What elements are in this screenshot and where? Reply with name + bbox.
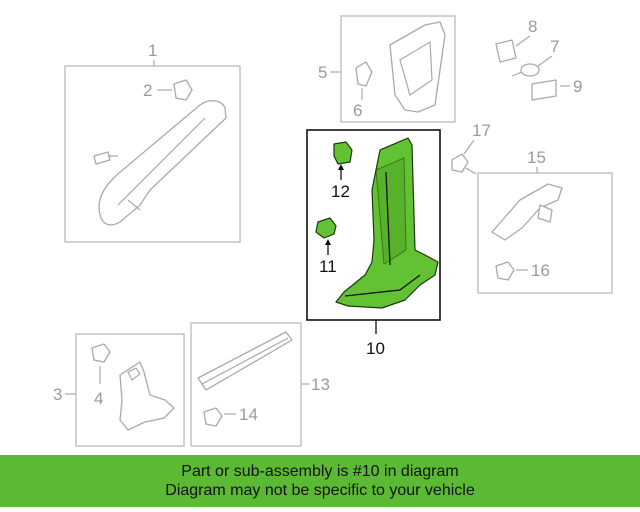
trim-3-tab [127, 367, 141, 381]
callout-8-leader [515, 35, 531, 47]
banner-line-2: Diagram may not be specific to your vehi… [165, 482, 475, 499]
callout-17-leader [463, 139, 475, 155]
callout-9: 9 [573, 77, 582, 96]
b-pillar-window [399, 40, 433, 96]
info-banner: Part or sub-assembly is #10 in diagram D… [0, 455, 640, 507]
callout-13: 13 [311, 375, 330, 394]
screw-part [93, 151, 118, 165]
part-group-10[interactable]: 12 11 10 [306, 129, 441, 358]
pad-9-part [531, 79, 557, 101]
trim-15-tab [537, 204, 553, 223]
clip-7-pin [511, 71, 523, 77]
part-group-1[interactable]: 1 2 [64, 41, 241, 243]
part-group-7-8-9[interactable]: 8 7 9 [495, 17, 582, 101]
callout-12: 12 [331, 182, 350, 201]
callout-11-arrowhead [325, 239, 331, 245]
callout-4: 4 [94, 389, 103, 408]
part-group-17[interactable]: 17 [451, 121, 491, 175]
callout-2: 2 [143, 81, 152, 100]
clip-7-part [520, 63, 540, 77]
callout-15: 15 [527, 148, 546, 167]
callout-3: 3 [53, 385, 62, 404]
callout-8: 8 [528, 17, 537, 36]
screw-11-part [315, 217, 337, 239]
callout-17: 17 [472, 121, 491, 140]
trim-15-part [491, 183, 563, 241]
part-group-13[interactable]: 13 14 [190, 322, 330, 447]
part-group-15[interactable]: 15 16 [477, 148, 613, 294]
callout-6: 6 [353, 101, 362, 120]
sill-plate-edge [201, 337, 289, 385]
clip-6-part [355, 61, 373, 87]
callout-12-arrowhead [338, 164, 344, 170]
b-pillar-trim-shade [375, 157, 407, 265]
callout-7: 7 [550, 37, 559, 56]
b-pillar-trim-edges [344, 171, 421, 297]
b-pillar-upper-part [389, 21, 446, 113]
a-pillar-detail-lines [117, 117, 206, 211]
part-group-5[interactable]: 5 6 [318, 15, 456, 123]
callout-10: 10 [366, 339, 385, 358]
clip-2-part [173, 79, 193, 101]
clip-8-part [495, 39, 517, 63]
callout-11: 11 [319, 257, 337, 276]
clip-16-part [495, 261, 515, 281]
clip-12-part [333, 141, 353, 165]
banner-line-1: Part or sub-assembly is #10 in diagram [181, 463, 459, 480]
clip-17-pin [465, 167, 477, 175]
parts-diagram: 1 2 5 6 8 7 9 [53, 15, 613, 447]
clip-17-part [451, 153, 469, 173]
callout-7-leader [537, 55, 553, 67]
callout-5: 5 [318, 63, 327, 82]
clip-14-part [203, 407, 223, 427]
callout-1: 1 [148, 41, 157, 60]
clip-4-part [91, 343, 111, 363]
callout-14: 14 [239, 405, 258, 424]
callout-16: 16 [531, 261, 550, 280]
part-group-3[interactable]: 3 4 [53, 333, 185, 447]
a-pillar-trim-part [98, 100, 227, 226]
